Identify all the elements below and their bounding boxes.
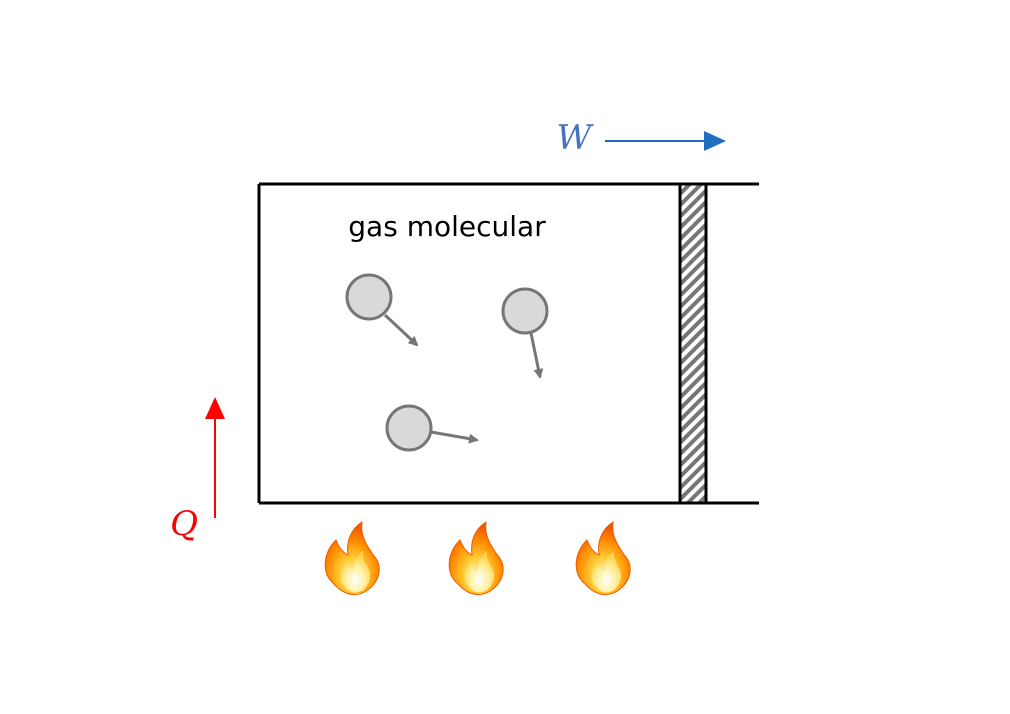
molecule-circle xyxy=(385,404,433,452)
velocity-arrow xyxy=(430,430,479,444)
flame-icon xyxy=(575,520,631,596)
molecule-circle xyxy=(345,273,393,321)
velocity-arrow xyxy=(383,313,419,347)
work-label: W xyxy=(557,118,595,158)
molecule-circle xyxy=(501,287,549,335)
piston xyxy=(678,182,708,505)
molecule-2 xyxy=(501,287,549,379)
gas-label: gas molecular xyxy=(348,210,546,243)
flame-icon xyxy=(448,520,504,596)
flame-icon xyxy=(324,520,380,596)
heat-label: Q xyxy=(170,504,198,544)
cylinder-container xyxy=(257,182,759,505)
work-indicator: W xyxy=(557,118,726,158)
molecule-1 xyxy=(345,273,419,347)
molecule-3 xyxy=(385,404,479,452)
heat-indicator: Q xyxy=(170,397,225,544)
velocity-arrow xyxy=(529,332,544,379)
